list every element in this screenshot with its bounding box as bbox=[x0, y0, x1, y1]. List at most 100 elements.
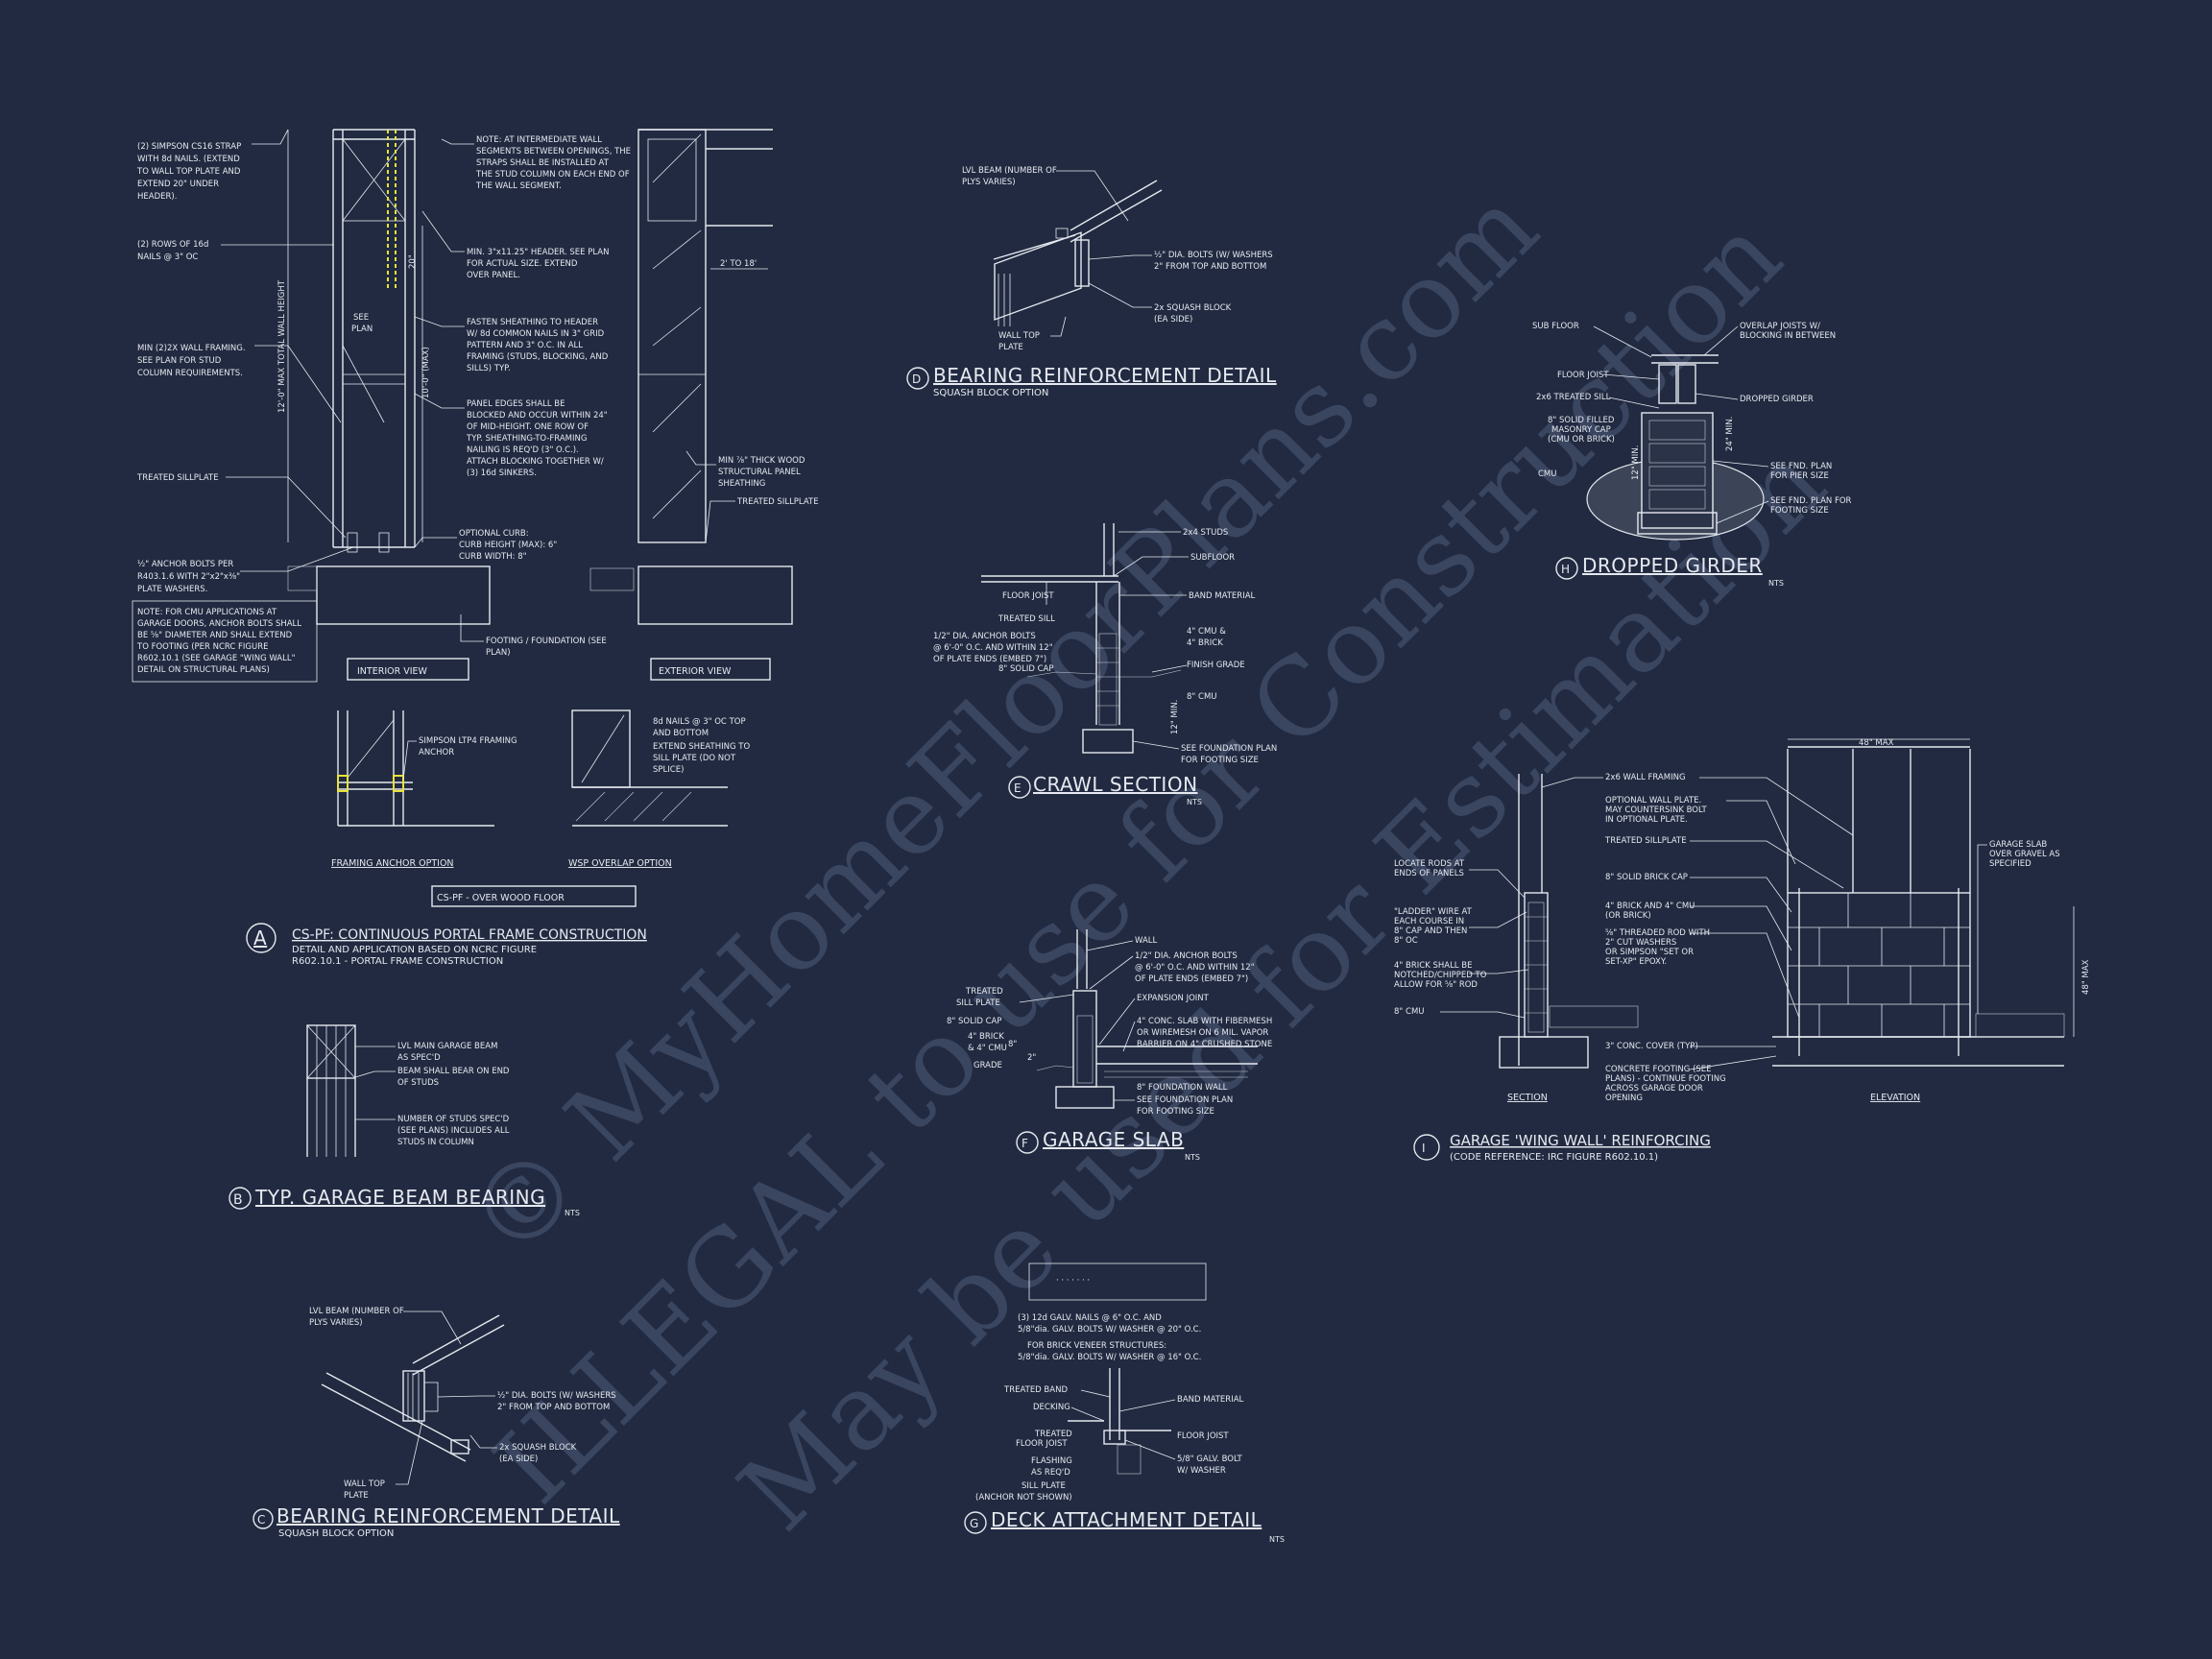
i-max48-side: 48" MAX bbox=[2081, 959, 2091, 995]
i-max48-top: 48" MAX bbox=[1859, 738, 1894, 748]
wsp-note-4: SILL PLATE (DO NOT bbox=[653, 754, 736, 763]
min-framing-1: MIN (2)2X WALL FRAMING. bbox=[137, 344, 246, 353]
g-sill-2: (ANCHOR NOT SHOWN) bbox=[975, 1493, 1072, 1503]
i-rod-4: SET-XP" EPOXY. bbox=[1605, 957, 1667, 967]
c-squash-note-1: 2x SQUASH BLOCK bbox=[499, 1443, 577, 1453]
strap-note-4: EXTEND 20" UNDER bbox=[137, 180, 219, 189]
ltp4-note-1: SIMPSON LTP4 FRAMING bbox=[419, 736, 517, 746]
min-framing-3: COLUMN REQUIREMENTS. bbox=[137, 369, 243, 378]
ltp4-note-2: ANCHOR bbox=[419, 748, 454, 757]
h-girder: DROPPED GIRDER bbox=[1740, 395, 1814, 404]
rows-note-2: NAILS @ 3" OC bbox=[137, 252, 198, 262]
detail-i-marker: I bbox=[1422, 1142, 1426, 1155]
detail-i-title: GARAGE 'WING WALL' REINFORCING bbox=[1450, 1132, 1711, 1149]
f-anchor-1: 1/2" DIA. ANCHOR BOLTS bbox=[1135, 951, 1238, 961]
header-note-1: MIN. 3"x11.25" HEADER. SEE PLAN bbox=[467, 248, 609, 257]
f-dim2: 2" bbox=[1027, 1053, 1036, 1063]
f-solid-cap: 8" SOLID CAP bbox=[947, 1017, 1001, 1026]
detail-c-marker: C bbox=[257, 1513, 265, 1527]
exterior-view-label: EXTERIOR VIEW bbox=[659, 666, 732, 677]
cmu-note-3: BE ⅝" DIAMETER AND SHALL EXTEND bbox=[137, 631, 293, 640]
cmu-note-4: TO FOOTING (PER NCRC FIGURE bbox=[136, 642, 269, 652]
detail-e-marker: E bbox=[1014, 781, 1022, 795]
f-brick-2: & 4" CMU bbox=[968, 1044, 1007, 1053]
f-treated-2: SILL PLATE bbox=[956, 998, 1000, 1008]
h-cap-3: (CMU OR BRICK) bbox=[1548, 435, 1615, 445]
sheathing-note-2: STRUCTURAL PANEL bbox=[718, 468, 801, 477]
framing-anchor-option: FRAMING ANCHOR OPTION bbox=[331, 858, 454, 869]
g-treated-band: TREATED BAND bbox=[1003, 1385, 1068, 1395]
detail-d: LVL BEAM (NUMBER OF PLYS VARIES) ½" DIA.… bbox=[906, 166, 1277, 398]
strap-note-3: TO WALL TOP PLATE AND bbox=[136, 167, 241, 177]
detail-a: 12'-0" MAX TOTAL WALL HEIGHT 10'-0" (MAX… bbox=[132, 129, 819, 967]
g-nails-1: (3) 12d GALV. NAILS @ 6" O.C. AND bbox=[1018, 1313, 1162, 1323]
g-flashing-1: FLASHING bbox=[1031, 1456, 1072, 1466]
e-min12: 12" MIN. bbox=[1170, 700, 1180, 734]
i-optional-1: OPTIONAL WALL PLATE. bbox=[1605, 796, 1701, 805]
panel-note-6: ATTACH BLOCKING TOGETHER W/ bbox=[467, 457, 604, 467]
i-slab-2: OVER GRAVEL AS bbox=[1989, 850, 2060, 859]
intermediate-note-5: THE WALL SEGMENT. bbox=[475, 181, 562, 191]
cmu-note-1: NOTE: FOR CMU APPLICATIONS AT bbox=[137, 608, 277, 617]
footing-note-2: PLAN) bbox=[486, 648, 511, 658]
h-cmu: CMU bbox=[1538, 469, 1557, 479]
i-rod-2: 2" CUT WASHERS bbox=[1605, 938, 1676, 948]
g-nails-2: 5/8"dia. GALV. BOLTS W/ WASHER @ 20" O.C… bbox=[1018, 1325, 1201, 1334]
rows-note-1: (2) ROWS OF 16d bbox=[137, 240, 208, 250]
detail-b-marker: B bbox=[233, 1192, 243, 1208]
e-cmu8: 8" CMU bbox=[1187, 692, 1217, 702]
d-plate-note-2: PLATE bbox=[998, 343, 1023, 352]
fasten-note-2: W/ 8d COMMON NAILS IN 3" GRID bbox=[467, 329, 605, 339]
i-ladder-4: 8" OC bbox=[1394, 936, 1418, 946]
intermediate-note-3: STRAPS SHALL BE INSTALLED AT bbox=[476, 158, 610, 168]
detail-b-nts: NTS bbox=[565, 1209, 580, 1217]
e-floor-joist: FLOOR JOIST bbox=[1002, 591, 1054, 601]
fasten-note-3: PATTERN AND 3" O.C. IN ALL bbox=[467, 341, 583, 350]
i-optional-2: MAY COUNTERSINK BOLT bbox=[1605, 805, 1708, 815]
treated-sillplate-label: TREATED SILLPLATE bbox=[136, 473, 219, 483]
e-anchor-1: 1/2" DIA. ANCHOR BOLTS bbox=[933, 632, 1036, 641]
f-anchor-3: OF PLATE ENDS (EMBED 7") bbox=[1135, 974, 1248, 984]
detail-g-title: DECK ATTACHMENT DETAIL bbox=[991, 1508, 1262, 1531]
curb-note-3: CURB WIDTH: 8" bbox=[459, 552, 527, 562]
detail-c-title: BEARING REINFORCEMENT DETAIL bbox=[276, 1504, 620, 1527]
e-studs: 2x4 STUDS bbox=[1183, 528, 1228, 538]
panel-note-7: (3) 16d SINKERS. bbox=[467, 469, 537, 478]
g-floor-joist: FLOOR JOIST bbox=[1177, 1431, 1229, 1441]
panel-note-2: BLOCKED AND OCCUR WITHIN 24" bbox=[467, 411, 608, 421]
f-slab-1: 4" CONC. SLAB WITH FIBERMESH bbox=[1137, 1017, 1272, 1026]
beam-note-2b: OF STUDS bbox=[397, 1078, 439, 1088]
detail-f-marker: F bbox=[1022, 1137, 1028, 1150]
detail-e: 2x4 STUDS SUBFLOOR FLOOR JOIST BAND MATE… bbox=[933, 523, 1277, 806]
detail-h: SUB FLOOR FLOOR JOIST 2x6 TREATED SILL 8… bbox=[1532, 322, 1852, 588]
panel-note-3: OF MID-HEIGHT. ONE ROW OF bbox=[467, 422, 589, 432]
over-wood-floor: CS-PF - OVER WOOD FLOOR bbox=[437, 893, 565, 903]
g-decking: DECKING bbox=[1033, 1403, 1070, 1412]
e-treated-sill: TREATED SILL bbox=[998, 614, 1055, 624]
i-brick-cmu-2: (OR BRICK) bbox=[1605, 911, 1651, 921]
detail-a-marker: A bbox=[253, 926, 267, 950]
panel-note-1: PANEL EDGES SHALL BE bbox=[467, 399, 565, 409]
i-notch-2: NOTCHED/CHIPPED TO bbox=[1394, 971, 1487, 980]
i-optional-3: IN OPTIONAL PLATE. bbox=[1605, 815, 1688, 825]
detail-h-nts: NTS bbox=[1768, 579, 1784, 588]
detail-a-options: SIMPSON LTP4 FRAMING ANCHOR 8d NAILS @ 3… bbox=[331, 709, 750, 907]
e-subfloor: SUBFLOOR bbox=[1190, 553, 1235, 563]
intermediate-note-2: SEGMENTS BETWEEN OPENINGS, THE bbox=[476, 147, 631, 156]
c-lvl-note-2: PLYS VARIES) bbox=[309, 1318, 363, 1328]
dim-10-max: 10'-0" (MAX) bbox=[421, 347, 431, 398]
dim-20: 20" bbox=[408, 254, 418, 269]
i-cover: 3" CONC. COVER (TYP) bbox=[1605, 1042, 1698, 1051]
dim-total-height: 12'-0" MAX TOTAL WALL HEIGHT bbox=[277, 279, 287, 413]
sheathing-note-3: SHEATHING bbox=[718, 479, 765, 489]
strap-note-1: (2) SIMPSON CS16 STRAP bbox=[137, 142, 241, 152]
dim-2-to-18: 2' TO 18' bbox=[720, 259, 757, 269]
g-bolt-1: 5/8" GALV. BOLT bbox=[1177, 1455, 1243, 1464]
h-footing-1: SEE FND. PLAN FOR bbox=[1770, 496, 1852, 506]
i-ladder-1: "LADDER" WIRE AT bbox=[1394, 907, 1473, 917]
detail-e-nts: NTS bbox=[1187, 798, 1202, 806]
g-sill-1: SILL PLATE bbox=[1022, 1481, 1066, 1491]
f-footing-1: SEE FOUNDATION PLAN bbox=[1137, 1095, 1233, 1105]
i-notch-3: ALLOW FOR ⅝" ROD bbox=[1394, 980, 1478, 990]
